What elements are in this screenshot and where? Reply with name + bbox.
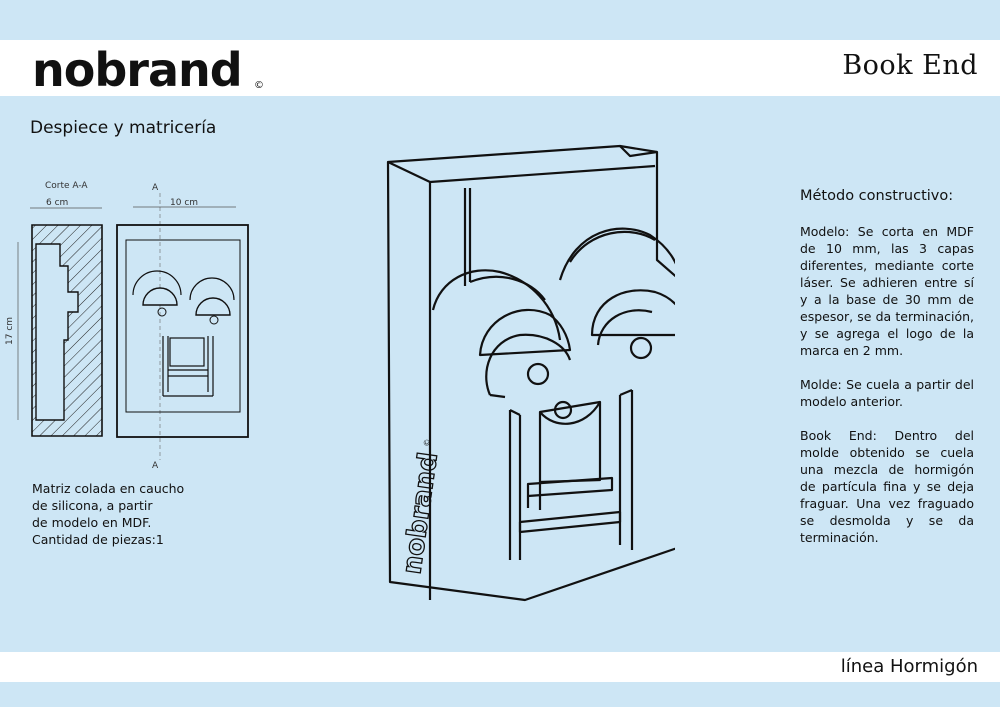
footer-band [0, 652, 1000, 682]
method-paragraph-mold: Molde: Se cuela a partir del modelo ante… [800, 377, 974, 409]
height-17-label: 17 cm [5, 317, 15, 345]
embossed-logo-mark: © [422, 438, 432, 447]
method-paragraph-model: Modelo: Se corta en MDF de 10 mm, las 3 … [800, 224, 974, 358]
nobrand-logo: nobrand © [32, 44, 264, 96]
method-heading: Método constructivo: [800, 188, 954, 204]
section-view-a-a: Corte A-A 6 cm 17 cm [5, 181, 103, 437]
width-6-label: 6 cm [46, 198, 68, 208]
matrix-note: Matriz colada en caucho de silicona, a p… [32, 480, 232, 548]
arrow-a-bottom: A [152, 461, 159, 470]
width-10-label: 10 cm [170, 198, 198, 208]
technical-drawings: Corte A-A 6 cm 17 cm 10 cm A A [5, 181, 249, 470]
section-heading: Despiece y matricería [30, 118, 217, 138]
logo-copyright-mark: © [254, 80, 264, 91]
bookend-isometric-drawing: nobrand © [386, 144, 675, 602]
front-view: 10 cm A A [116, 183, 249, 470]
header-band [0, 40, 1000, 96]
matrix-note-line: Cantidad de piezas:1 [32, 532, 164, 547]
logo-wordmark: nobrand [32, 44, 242, 96]
arrow-a-top: A [152, 183, 159, 193]
product-line: línea Hormigón [840, 656, 978, 677]
construction-method: Método constructivo: Modelo: Se corta en… [800, 188, 974, 563]
matrix-note-line: Matriz colada en caucho [32, 481, 185, 496]
section-cut-label: Corte A-A [45, 181, 88, 191]
method-paragraph-bookend: Book End: Dentro del molde obtenido se c… [800, 428, 974, 545]
page-title: Book End [842, 50, 978, 81]
matrix-note-line: de modelo en MDF. [32, 515, 152, 530]
matrix-note-line: de silicona, a partir [32, 498, 153, 513]
embossed-logo-wordmark: nobrand [397, 451, 444, 576]
